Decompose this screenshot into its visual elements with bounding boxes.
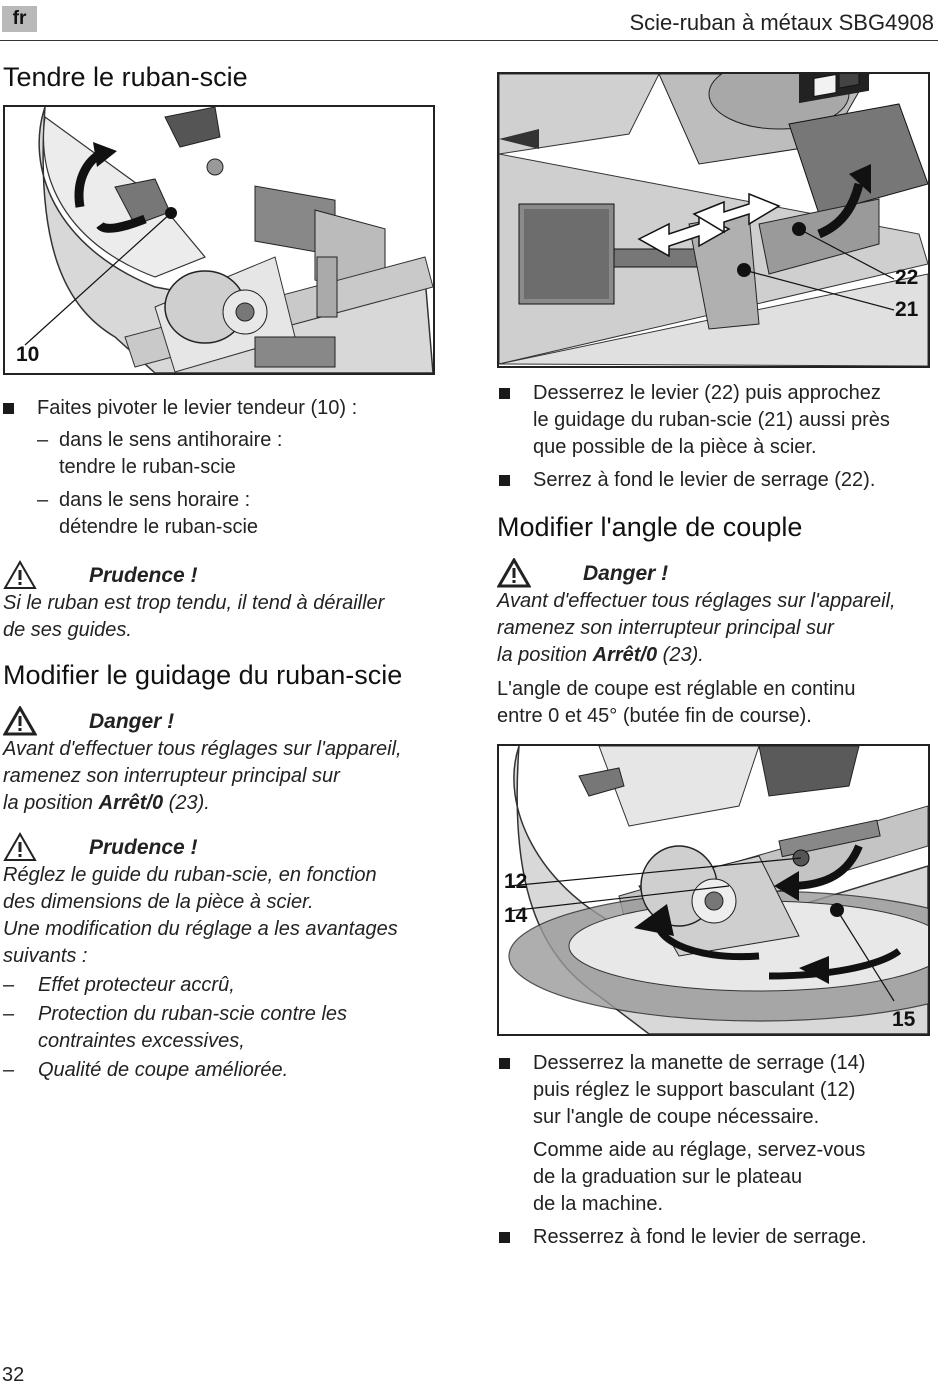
language-badge: fr [2,6,37,32]
danger-title: Danger ! [89,709,175,733]
dash-marker: – [37,429,49,451]
danger-text: ramenez son interrupteur principal sur [3,765,340,787]
danger-text: la position Arrêt/0 (23). [3,792,210,814]
advantage-item: – Qualité de coupe améliorée. [3,1059,289,1081]
tension-lever-illustration [5,107,433,373]
angle-instructions: Desserrez la manette de serrage (14) pui… [499,1050,939,1251]
section-heading-tension: Tendre le ruban-scie [3,62,248,92]
caution-title: Prudence ! [89,563,198,587]
caution-text: suivants : [3,945,88,967]
list-item: Faites pivoter le levier tendeur (10) : [3,395,433,422]
info-text: L'angle de coupe est réglable en continu [497,678,856,700]
danger-block-angle: Danger ! Avant d'effectuer tous réglages… [497,558,942,730]
switch-position-label: Arrêt/0 [98,792,164,814]
bullet-square-icon [3,403,14,414]
callout-10: 10 [16,343,40,366]
danger-header: Danger ! [497,558,942,588]
sub-item-line: détendre le ruban-scie [59,516,259,538]
dash-marker: – [37,489,49,511]
figure-tension-lever: 10 [3,105,435,375]
sub-item-line: tendre le ruban-scie [59,456,236,478]
list-item-continuation: Comme aide au réglage, servez-vous de la… [533,1139,866,1215]
danger-text: la position Arrêt/0 (23). [497,644,704,666]
danger-header: Danger ! [3,706,443,736]
list-item: Desserrez le levier (22) puis approchez … [499,380,939,461]
sub-list-item: – dans le sens antihoraire : tendre le r… [37,427,433,481]
bullet-square-icon [499,1232,510,1243]
caution-header: Prudence ! [3,560,443,590]
tension-instructions: Faites pivoter le levier tendeur (10) : … [3,395,433,541]
callout-12: 12 [504,870,528,893]
section-heading-guide: Modifier le guidage du ruban-scie [3,660,403,690]
danger-triangle-icon [3,706,37,736]
danger-block-guide: Danger ! Avant d'effectuer tous réglages… [3,706,443,817]
caution-text: Une modification du réglage a les avanta… [3,918,398,940]
header-divider [0,40,938,41]
bullet-square-icon [499,388,510,399]
callout-22: 22 [895,266,919,289]
danger-text: Avant d'effectuer tous réglages sur l'ap… [3,738,402,760]
list-item: Resserrez à fond le levier de serrage. [499,1224,939,1251]
callout-21: 21 [895,298,919,321]
caution-text: des dimensions de la pièce à scier. [3,891,314,913]
sub-item-line: dans le sens antihoraire : [59,429,283,451]
bullet-text: Faites pivoter le levier tendeur (10) : [37,397,358,419]
danger-triangle-icon [497,558,531,588]
advantage-item: – Effet protecteur accrû, [3,974,235,996]
warning-triangle-icon [3,560,37,589]
caution-title: Prudence ! [89,835,198,859]
callout-15: 15 [892,1008,916,1031]
bullet-square-icon [499,475,510,486]
danger-title: Danger ! [583,561,669,585]
bullet-square-icon [499,1058,510,1069]
sub-list-item: – dans le sens horaire : détendre le rub… [37,487,433,541]
caution-block-tension: Prudence ! Si le ruban est trop tendu, i… [3,560,443,644]
document-title: Scie-ruban à métaux SBG4908 [629,10,934,35]
danger-text: Avant d'effectuer tous réglages sur l'ap… [497,590,896,612]
callout-14: 14 [504,904,528,927]
figure-blade-guide: 22 21 [497,72,930,368]
list-item: Serrez à fond le levier de serrage (22). [499,467,939,494]
section-heading-angle: Modifier l'angle de couple [497,512,803,542]
caution-block-guide: Prudence ! Réglez le guide du ruban-scie… [3,832,443,1084]
switch-position-label: Arrêt/0 [592,644,658,666]
caution-text: Si le ruban est trop tendu, il tend à dé… [3,592,385,614]
caution-text: de ses guides. [3,619,132,641]
sub-item-line: dans le sens horaire : [59,489,251,511]
list-item: Desserrez la manette de serrage (14) pui… [499,1050,939,1131]
figure-cutting-angle: 12 14 15 [497,744,930,1036]
warning-triangle-icon [3,832,37,861]
cutting-angle-illustration [499,746,928,1034]
info-text: entre 0 et 45° (butée fin de course). [497,705,812,727]
danger-text: ramenez son interrupteur principal sur [497,617,834,639]
caution-header: Prudence ! [3,832,443,862]
guide-instructions: Desserrez le levier (22) puis approchez … [499,380,939,494]
page-number: 32 [2,1364,25,1386]
caution-text: Réglez le guide du ruban-scie, en foncti… [3,864,377,886]
blade-guide-illustration [499,74,928,366]
